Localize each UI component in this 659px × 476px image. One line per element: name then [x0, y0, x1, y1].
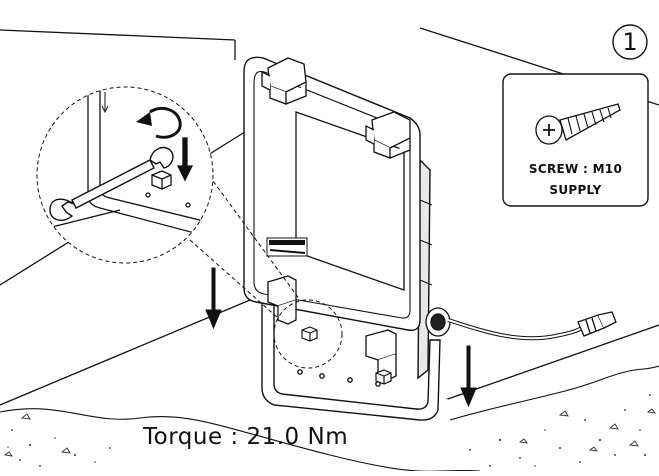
torque-label: Torque : 21.0 Nm — [143, 424, 349, 450]
screw-info-box — [502, 73, 649, 207]
wrench-icon — [49, 146, 174, 221]
ground-slab — [0, 302, 659, 472]
gravel-dots — [7, 394, 651, 467]
rotate-arrow-icon — [136, 106, 182, 139]
gravel-stones — [3, 408, 657, 457]
mounting-bracket — [261, 267, 441, 421]
step-number-badge — [612, 24, 648, 60]
top-clips — [261, 57, 411, 159]
zoom-indicator — [189, 169, 343, 369]
screw-icon — [535, 103, 621, 145]
bracket-bolts — [301, 326, 392, 385]
floodlight-body — [243, 56, 433, 380]
screw-supply-label: SUPPLY — [549, 183, 602, 197]
down-arrows — [205, 267, 477, 408]
zoom-bolt — [151, 170, 172, 190]
cable-assembly — [425, 307, 617, 341]
zoom-detail — [36, 86, 214, 264]
screw-spec-label: SCREW : M10 — [528, 162, 623, 176]
